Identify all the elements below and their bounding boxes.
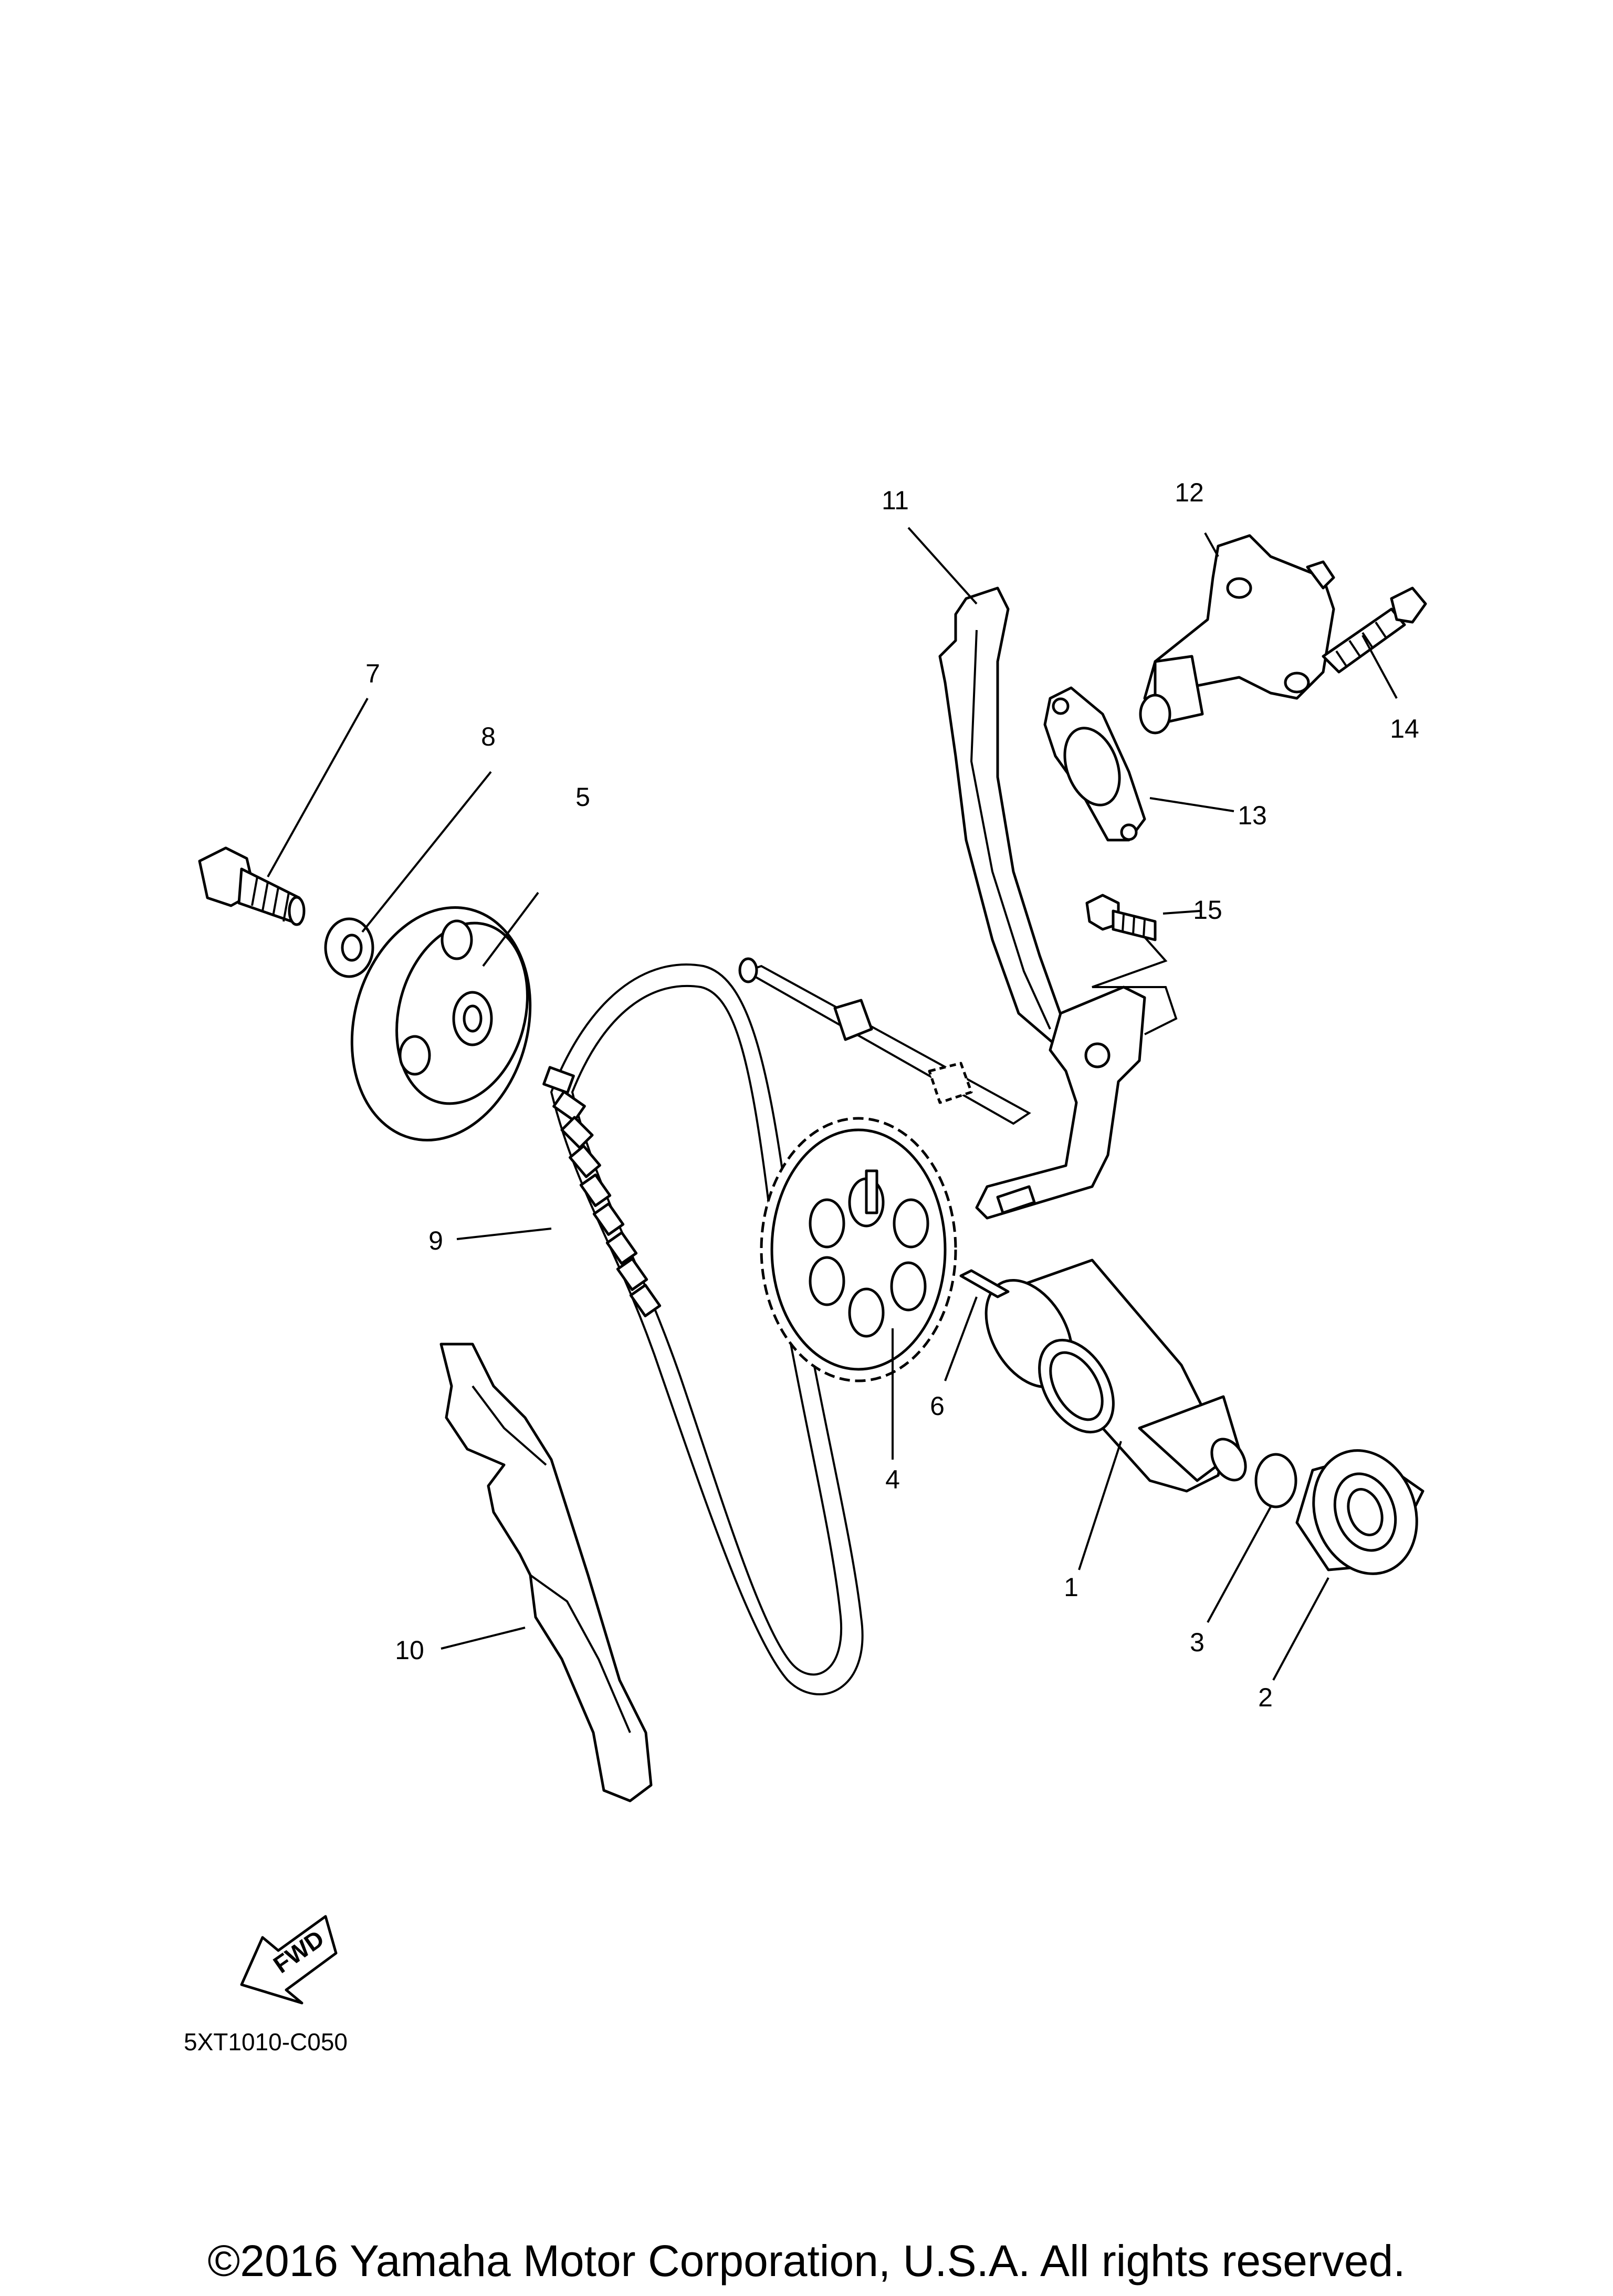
callout-5: 5	[575, 782, 590, 812]
tensioner-12	[1139, 534, 1335, 735]
callout-9: 9	[428, 1226, 443, 1255]
callout-15: 15	[1193, 895, 1222, 925]
chain-links	[542, 1066, 662, 1317]
gasket-13	[1043, 686, 1146, 842]
fwd-arrow-icon: FWD	[240, 1915, 338, 2005]
callout-7: 7	[365, 659, 380, 688]
callout-4: 4	[885, 1465, 900, 1494]
callout-14: 14	[1390, 714, 1419, 743]
copyright-notice: ©2016 Yamaha Motor Corporation, U.S.A. A…	[207, 2236, 1405, 2285]
chain-guide-10	[439, 1343, 653, 1802]
callout-12: 12	[1175, 478, 1204, 507]
bolt-15	[1085, 894, 1157, 941]
chain-guide-11	[938, 586, 1178, 1220]
callout-13: 13	[1238, 801, 1267, 830]
dowel-pin-6	[959, 1269, 1010, 1298]
callout-2: 2	[1258, 1683, 1273, 1712]
callout-labels: 1 2 3 4 5 6 7 8 9 10 11 12 13 14 15	[365, 478, 1419, 1712]
cam-sprocket-4	[760, 1117, 957, 1382]
plate-5	[350, 906, 532, 1141]
diagram-code: 5XT1010-C050	[184, 2028, 348, 2056]
cam-chain	[542, 963, 864, 1695]
washer-8	[324, 917, 374, 978]
camshaft-1	[984, 1259, 1247, 1493]
sprocket-shaft	[738, 957, 1031, 1125]
bolt-14	[1322, 586, 1427, 674]
callout-10: 10	[395, 1635, 424, 1665]
callout-6: 6	[930, 1391, 945, 1421]
callout-8: 8	[481, 722, 496, 751]
leader-lines	[267, 527, 1398, 1681]
o-ring-3	[1254, 1453, 1297, 1508]
callout-1: 1	[1064, 1572, 1078, 1602]
callout-3: 3	[1190, 1628, 1204, 1657]
callout-11: 11	[882, 486, 909, 515]
bolt-7	[198, 846, 306, 926]
bearing-2	[1295, 1449, 1425, 1575]
